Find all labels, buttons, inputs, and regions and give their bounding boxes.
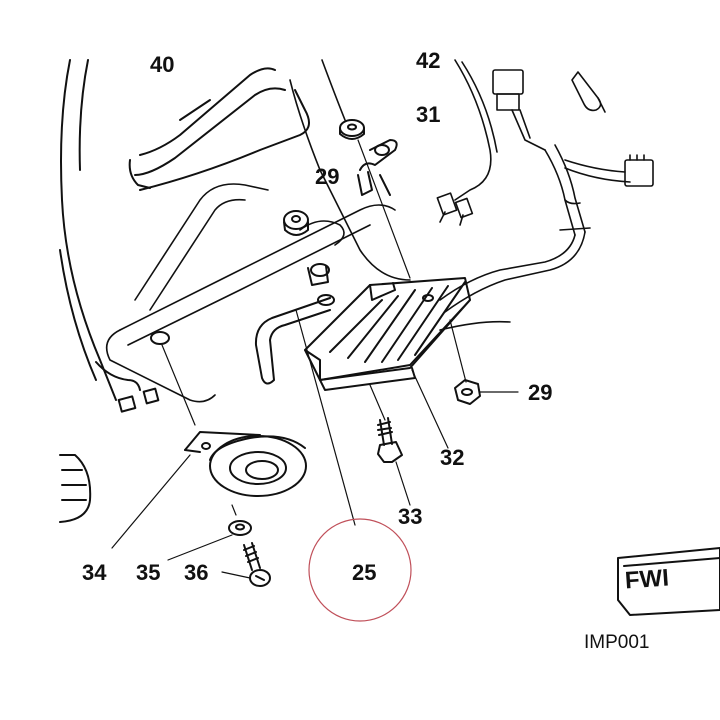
regulator-part-32: [304, 277, 471, 449]
forward-label: FWI: [624, 564, 670, 595]
screw-part-36: [221, 542, 271, 587]
frame-outline: [59, 59, 117, 401]
callout-36: 36: [184, 560, 209, 585]
callout-42: 42: [416, 48, 441, 73]
mounting-bracket: [357, 139, 398, 196]
callout-40: 40: [150, 52, 175, 77]
wire-loop-part-25: [254, 263, 356, 526]
callout-32: 32: [440, 445, 465, 470]
callout-31: 31: [416, 102, 441, 127]
grommet-part-29-top: [283, 210, 309, 236]
callout-35: 35: [136, 560, 161, 585]
side-component: [59, 361, 160, 523]
forward-sign: [617, 547, 720, 616]
horn-part-34: [111, 331, 307, 549]
image-reference: IMP001: [584, 632, 650, 653]
callout-29-right: 29: [528, 380, 553, 405]
nut-part-29-right: [449, 319, 519, 405]
callout-33: 33: [398, 504, 423, 529]
bolt-part-33: [369, 384, 411, 506]
callout-25: 25: [352, 560, 377, 585]
grommet-part-31: [339, 119, 411, 279]
bracket-part-40: [128, 67, 310, 191]
callout-34: 34: [82, 560, 107, 585]
highlight-circle: [308, 518, 412, 622]
washer-part-35: [167, 504, 252, 561]
callout-29-top: 29: [315, 164, 340, 189]
chassis-panel: [105, 59, 411, 403]
wiring-harness: [436, 59, 654, 331]
